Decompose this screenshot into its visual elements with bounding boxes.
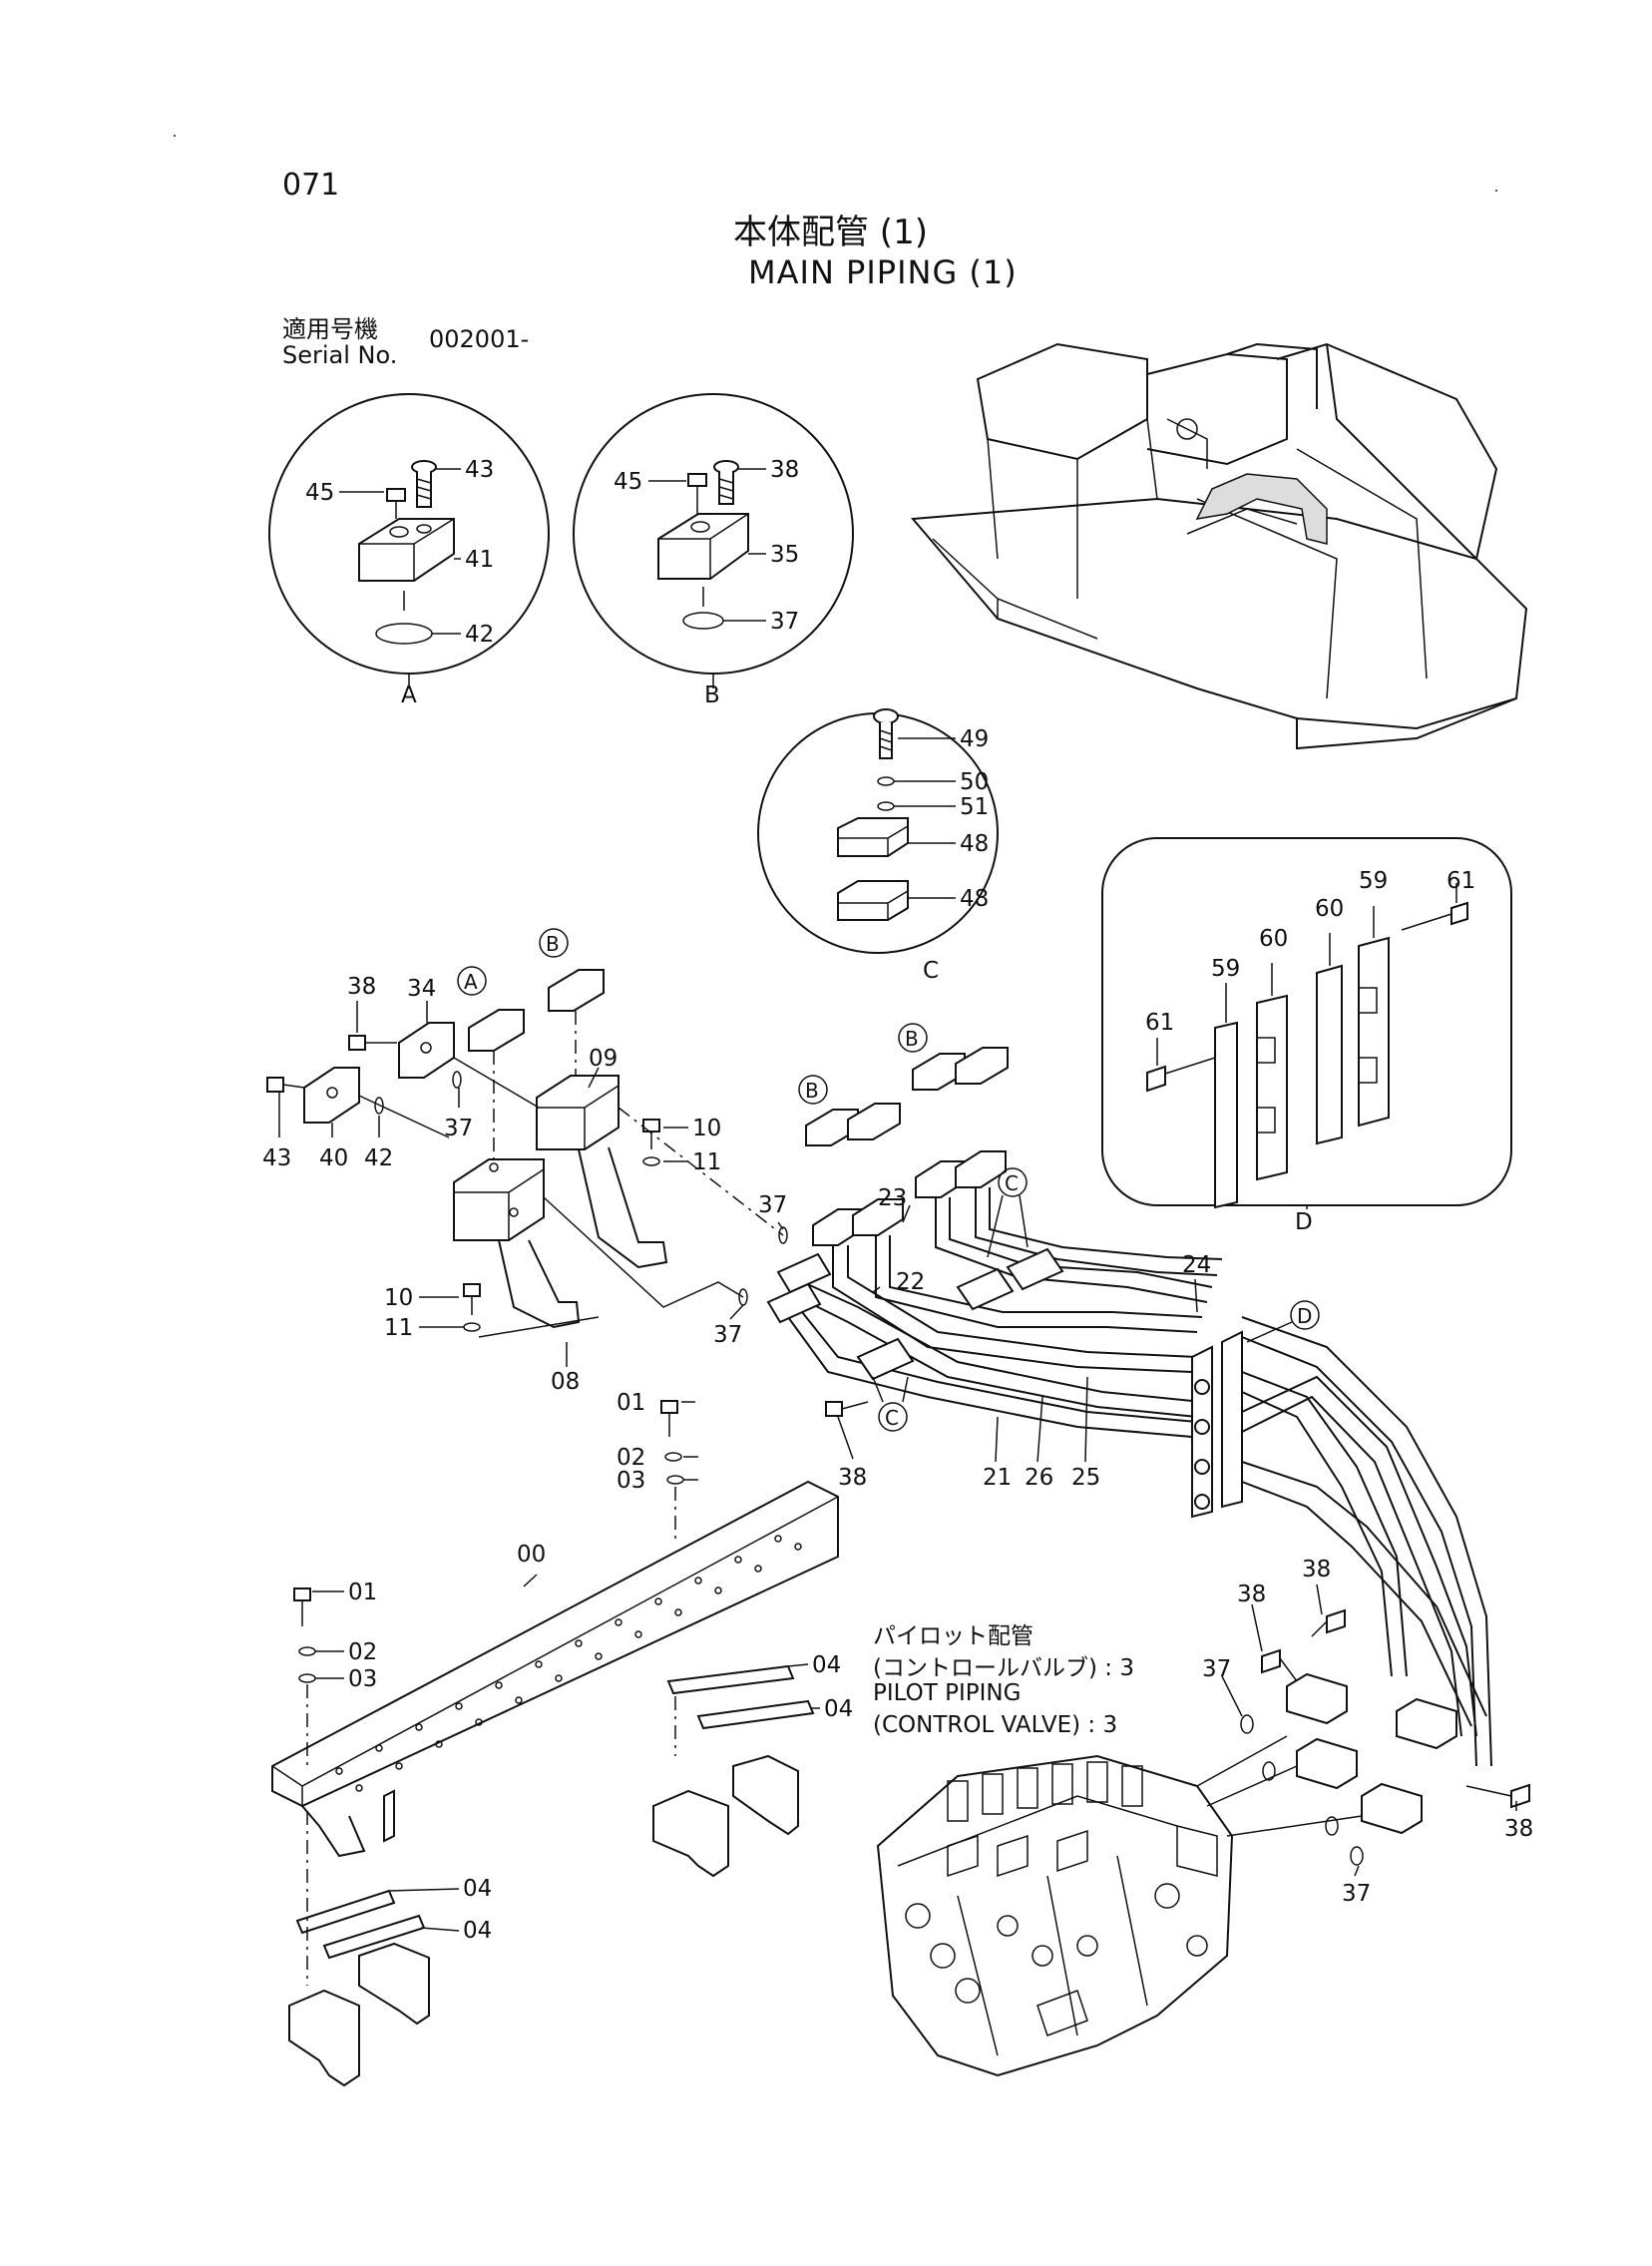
bracket-assembly: A B: [262, 928, 788, 1395]
callout-43: 43: [262, 1145, 291, 1171]
detail-view-c: 49 50 51 48 48 C: [757, 708, 999, 984]
callout-45: 45: [305, 480, 334, 506]
callout-03: 03: [348, 1666, 377, 1692]
svg-text:B: B: [905, 1027, 919, 1051]
callout-38: 38: [838, 1465, 867, 1491]
callout-43: 43: [465, 457, 494, 483]
callout-42: 42: [364, 1145, 393, 1171]
callout-50: 50: [960, 769, 989, 795]
callout-42: 42: [465, 622, 494, 648]
callout-04: 04: [463, 1876, 492, 1902]
detail-label-b: B: [704, 682, 720, 708]
callout-37: 37: [1342, 1881, 1371, 1907]
callout-37: 37: [713, 1322, 742, 1348]
detail-view-b: 45 38 35 37 B: [573, 393, 854, 708]
svg-text:B: B: [805, 1079, 819, 1103]
svg-text:C: C: [1005, 1171, 1019, 1195]
machine-overview-sketch: [910, 342, 1528, 750]
callout-37: 37: [444, 1116, 473, 1141]
callout-00: 00: [517, 1542, 546, 1568]
callout-38: 38: [347, 974, 376, 1000]
pilot-piping-note-en-1: PILOT PIPING: [873, 1680, 1022, 1706]
callout-38: 38: [1504, 1816, 1533, 1842]
page-title-japanese: 本体配管 (1): [733, 213, 928, 252]
callout-10: 10: [384, 1285, 413, 1311]
callout-09: 09: [589, 1046, 618, 1072]
serial-label-japanese: 適用号機: [282, 315, 378, 343]
detail-label-d: D: [1295, 1209, 1313, 1235]
callout-11: 11: [692, 1149, 721, 1175]
callout-48: 48: [960, 886, 989, 912]
serial-label-english: Serial No.: [282, 341, 398, 369]
page-number: 071: [282, 168, 340, 203]
callout-01: 01: [348, 1580, 377, 1605]
callout-26: 26: [1025, 1465, 1053, 1491]
callout-38: 38: [1302, 1557, 1331, 1583]
callout-41: 41: [465, 547, 494, 573]
callout-49: 49: [960, 726, 989, 752]
callout-11: 11: [384, 1315, 413, 1341]
svg-text:B: B: [546, 932, 560, 956]
callout-03: 03: [617, 1468, 645, 1494]
callout-59: 59: [1359, 868, 1388, 894]
detail-label-c: C: [923, 958, 939, 984]
callout-59: 59: [1211, 956, 1240, 982]
pilot-piping-note-en-2: (CONTROL VALVE) : 3: [873, 1712, 1118, 1738]
pilot-piping-note-ja-1: パイロット配管: [873, 1623, 1033, 1649]
callout-25: 25: [1071, 1465, 1100, 1491]
svg-text:A: A: [464, 970, 478, 994]
callout-04: 04: [812, 1652, 841, 1678]
main-pipes: B B C C: [766, 1023, 1492, 1767]
callout-02: 02: [617, 1445, 645, 1471]
svg-text:D: D: [1297, 1304, 1312, 1328]
svg-text:C: C: [885, 1406, 899, 1430]
callout-10: 10: [692, 1116, 721, 1141]
callout-01: 01: [617, 1390, 645, 1416]
mounting-beam-assembly: 00 01 02 03 01 02 03 04 04 04 04: [271, 1390, 853, 2087]
page-title-english: MAIN PIPING (1): [748, 253, 1018, 291]
callout-61: 61: [1446, 868, 1475, 894]
callout-38: 38: [1237, 1582, 1266, 1607]
callout-38: 38: [770, 457, 799, 483]
callout-61: 61: [1145, 1010, 1174, 1036]
detail-view-d: 59 60 60 59 61 61 D: [1101, 837, 1512, 1235]
callout-21: 21: [983, 1465, 1012, 1491]
callout-22: 22: [896, 1269, 925, 1295]
callout-34: 34: [407, 976, 436, 1002]
pilot-piping-note-ja-2: (コントロールバルブ) : 3: [873, 1655, 1134, 1681]
control-valve: 38 38 37 38 37: [876, 1557, 1533, 2077]
callout-02: 02: [348, 1639, 377, 1665]
callout-45: 45: [614, 469, 642, 495]
detail-label-a: A: [401, 682, 417, 708]
callout-37: 37: [770, 609, 799, 635]
callout-60: 60: [1259, 926, 1288, 952]
callout-08: 08: [551, 1369, 580, 1395]
serial-number-value: 002001-: [429, 325, 530, 353]
callout-51: 51: [960, 794, 989, 820]
callout-35: 35: [770, 542, 799, 568]
callout-48: 48: [960, 831, 989, 857]
callout-37: 37: [1202, 1656, 1231, 1682]
callout-23: 23: [878, 1185, 907, 1211]
callout-60: 60: [1315, 896, 1344, 922]
detail-view-a: 45 43 41 42 A: [268, 393, 550, 708]
callout-04: 04: [824, 1696, 853, 1722]
callout-40: 40: [319, 1145, 348, 1171]
callout-24: 24: [1182, 1252, 1211, 1278]
callout-04: 04: [463, 1918, 492, 1944]
callout-37: 37: [758, 1192, 787, 1218]
